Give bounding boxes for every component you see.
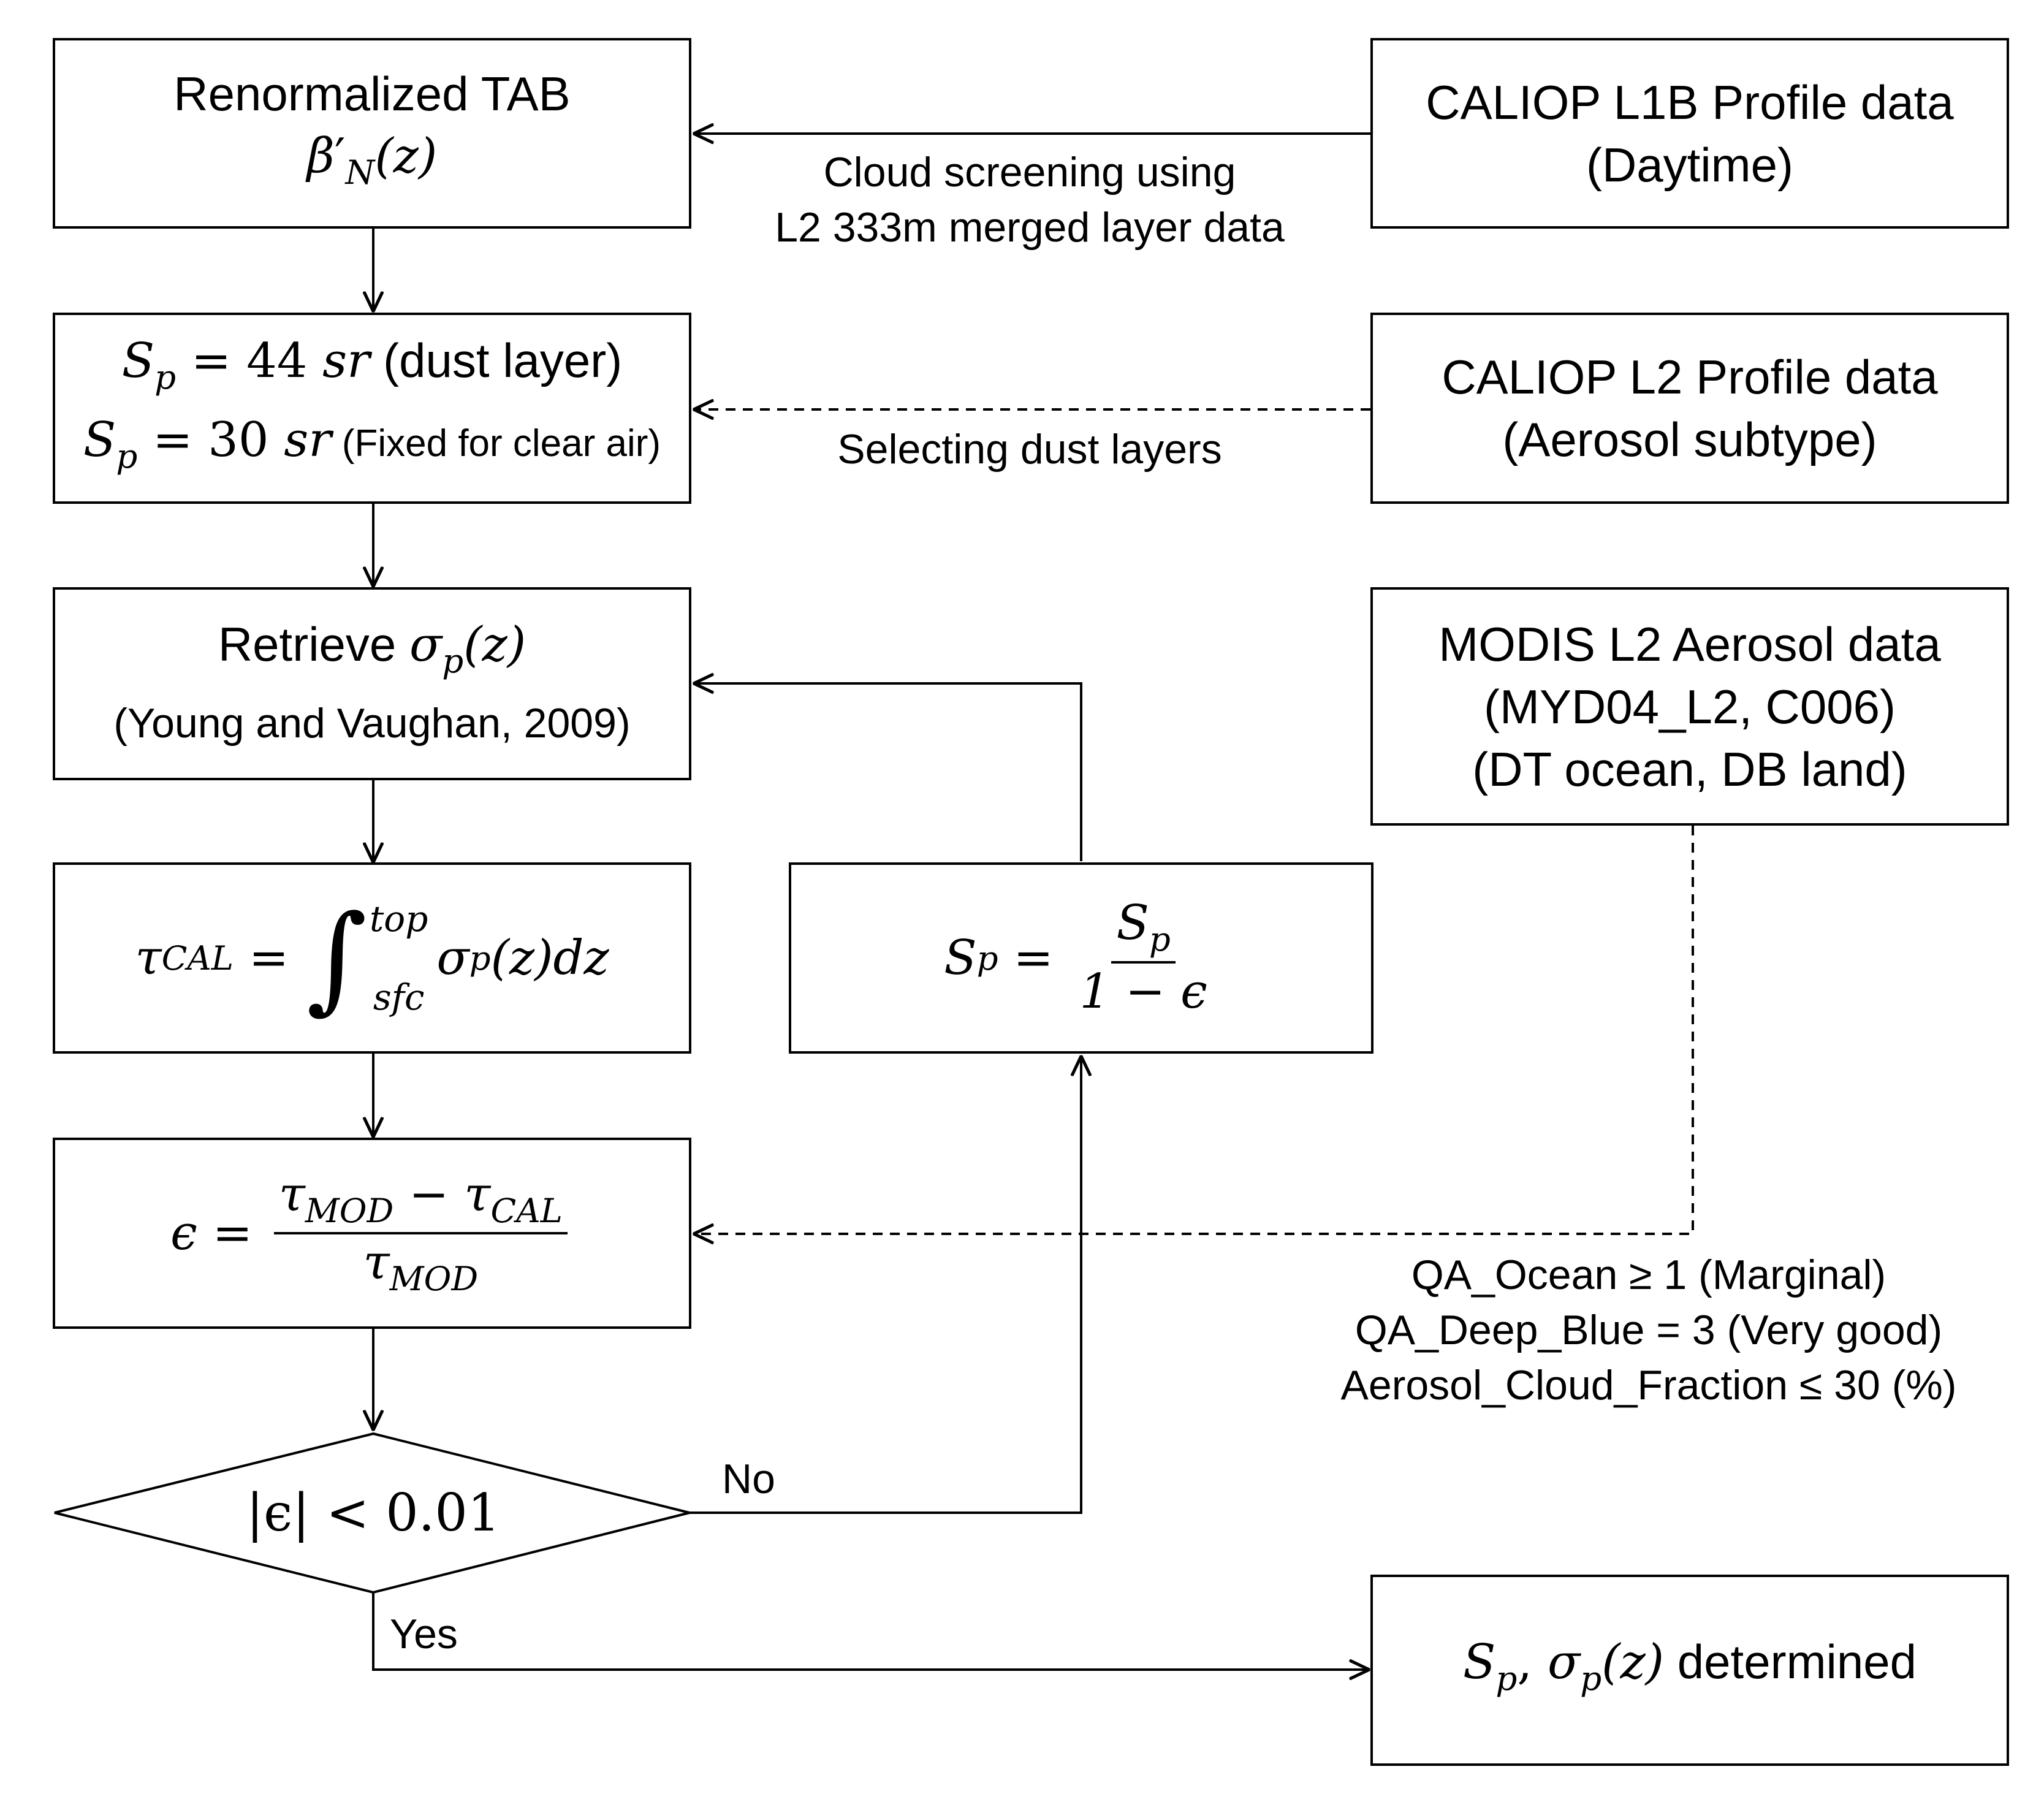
retrieve-title: Retrieve σp(z) [218,617,526,681]
box-retrieve: Retrieve σp(z) (Young and Vaughan, 2009) [53,587,691,780]
modis-title: MODIS L2 Aerosol data [1438,617,1941,671]
caliop-l2-subtitle: (Aerosol subtype) [1502,413,1877,466]
label-cloud-screening-line1: Cloud screening using [823,149,1236,196]
modis-product: (MYD04_L2, C006) [1484,679,1896,734]
box-sp-initial: Sp = 44 sr (dust layer) Sp = 30 sr (Fixe… [53,313,691,504]
box-epsilon: ϵ = τMOD − τCAL τMOD [53,1138,691,1329]
label-qa-cloud-fraction: Aerosol_Cloud_Fraction ≤ 30 (%) [1340,1362,1957,1409]
epsilon-formula: ϵ = τMOD − τCAL τMOD [170,1169,574,1297]
caliop-l1b-subtitle: (Daytime) [1586,137,1793,192]
renormalized-title: Renormalized TAB [173,67,571,121]
label-yes: Yes [390,1611,458,1657]
arrow-no-to-sp-update [690,1056,1081,1514]
box-renormalized-tab: Renormalized TAB β′N(z) [53,38,691,229]
arrow-yes-to-result [372,1592,1369,1670]
caliop-l2-title: CALIOP L2 Profile data [1442,350,1938,404]
box-caliop-l2: CALIOP L2 Profile data (Aerosol subtype) [1370,313,2009,504]
decision-condition: |ϵ| < 0.01 [246,1483,501,1543]
decision-diamond [54,1432,690,1594]
label-cloud-screening-line2: L2 333m merged layer data [775,204,1285,251]
label-qa-criteria: QA_Ocean ≥ 1 (Marginal) QA_Deep_Blue = 3… [1281,1247,2016,1413]
box-result: Sp, σp(z) determined [1370,1575,2009,1766]
label-selecting-dust: Selecting dust layers [837,426,1222,473]
caliop-l1b-title: CALIOP L1B Profile data [1426,75,1954,129]
sp-dust-line: Sp = 44 sr (dust layer) [121,333,623,397]
modis-algorithms: (DT ocean, DB land) [1472,742,1907,796]
result-text: Sp, σp(z) determined [1462,1635,1917,1698]
box-caliop-l1b: CALIOP L1B Profile data (Daytime) [1370,38,2009,229]
box-modis: MODIS L2 Aerosol data (MYD04_L2, C006) (… [1370,587,2009,826]
label-cloud-screening: Cloud screening using L2 333m merged lay… [723,145,1336,255]
label-no: No [722,1456,775,1502]
sp-clear-air-line: Sp = 30 sr (Fixed for clear air) [83,412,661,476]
label-qa-ocean: QA_Ocean ≥ 1 (Marginal) [1411,1252,1886,1298]
retrieve-citation: (Young and Vaughan, 2009) [113,700,631,747]
arrow-sp-update-to-retrieve [694,683,1082,861]
label-qa-deep-blue: QA_Deep_Blue = 3 (Very good) [1354,1307,1943,1353]
renormalized-formula: β′N(z) [306,129,438,192]
